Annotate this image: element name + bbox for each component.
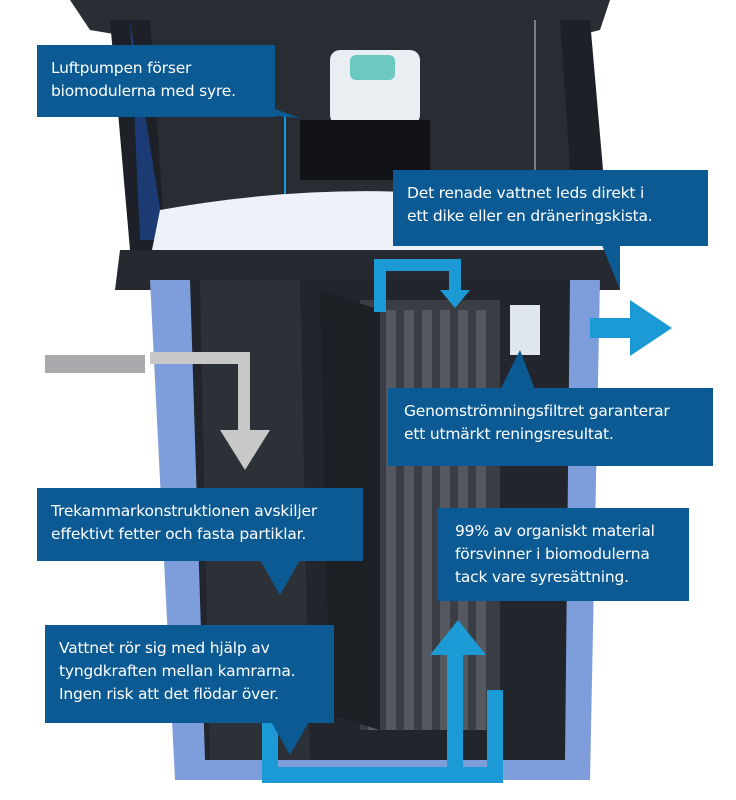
callout-biomodules: 99% av organiskt material försvinner i b…: [437, 508, 689, 601]
callout-line: 99% av organiskt material: [455, 522, 655, 540]
flow-arrow: [262, 650, 503, 783]
callout-line: Vattnet rör sig med hjälp av: [59, 639, 270, 657]
callout-line: biomodulerna med syre.: [51, 82, 236, 100]
callout-line: Ingen risk att det flödar över.: [59, 685, 279, 703]
callout-air-pump: Luftpumpen förser biomodulerna med syre.: [37, 45, 275, 117]
callout-line: tack vare syresättning.: [455, 568, 629, 586]
callout-line: tyngdkraften mellan kamrarna.: [59, 662, 296, 680]
callout-three-chamber: Trekammarkonstruktionen avskiljer effekt…: [37, 488, 363, 561]
callout-line: Det renade vattnet leds direkt i: [407, 184, 645, 202]
callout-line: effektivt fetter och fasta partiklar.: [51, 525, 307, 543]
inflow-arrow: [150, 352, 270, 470]
callout-line: Trekammarkonstruktionen avskiljer: [51, 502, 318, 520]
outflow-pipe: [510, 305, 540, 355]
biomodule-filter: [320, 290, 500, 730]
callout-line: Luftpumpen förser: [51, 59, 192, 77]
callout-line: försvinner i biomodulerna: [455, 545, 650, 563]
callout-gravity: Vattnet rör sig med hjälp av tyngdkrafte…: [45, 625, 334, 723]
callout-outflow: Det renade vattnet leds direkt i ett dik…: [393, 170, 708, 246]
inflow-pipe: [45, 355, 145, 373]
callout-line: Genomströmningsfiltret garanterar: [404, 402, 670, 420]
callout-filter: Genomströmningsfiltret garanterar ett ut…: [388, 388, 713, 466]
outflow-arrow: [590, 300, 672, 356]
callout-line: ett dike eller en dräneringskista.: [407, 207, 653, 225]
callout-line: ett utmärkt reningsresultat.: [404, 425, 614, 443]
